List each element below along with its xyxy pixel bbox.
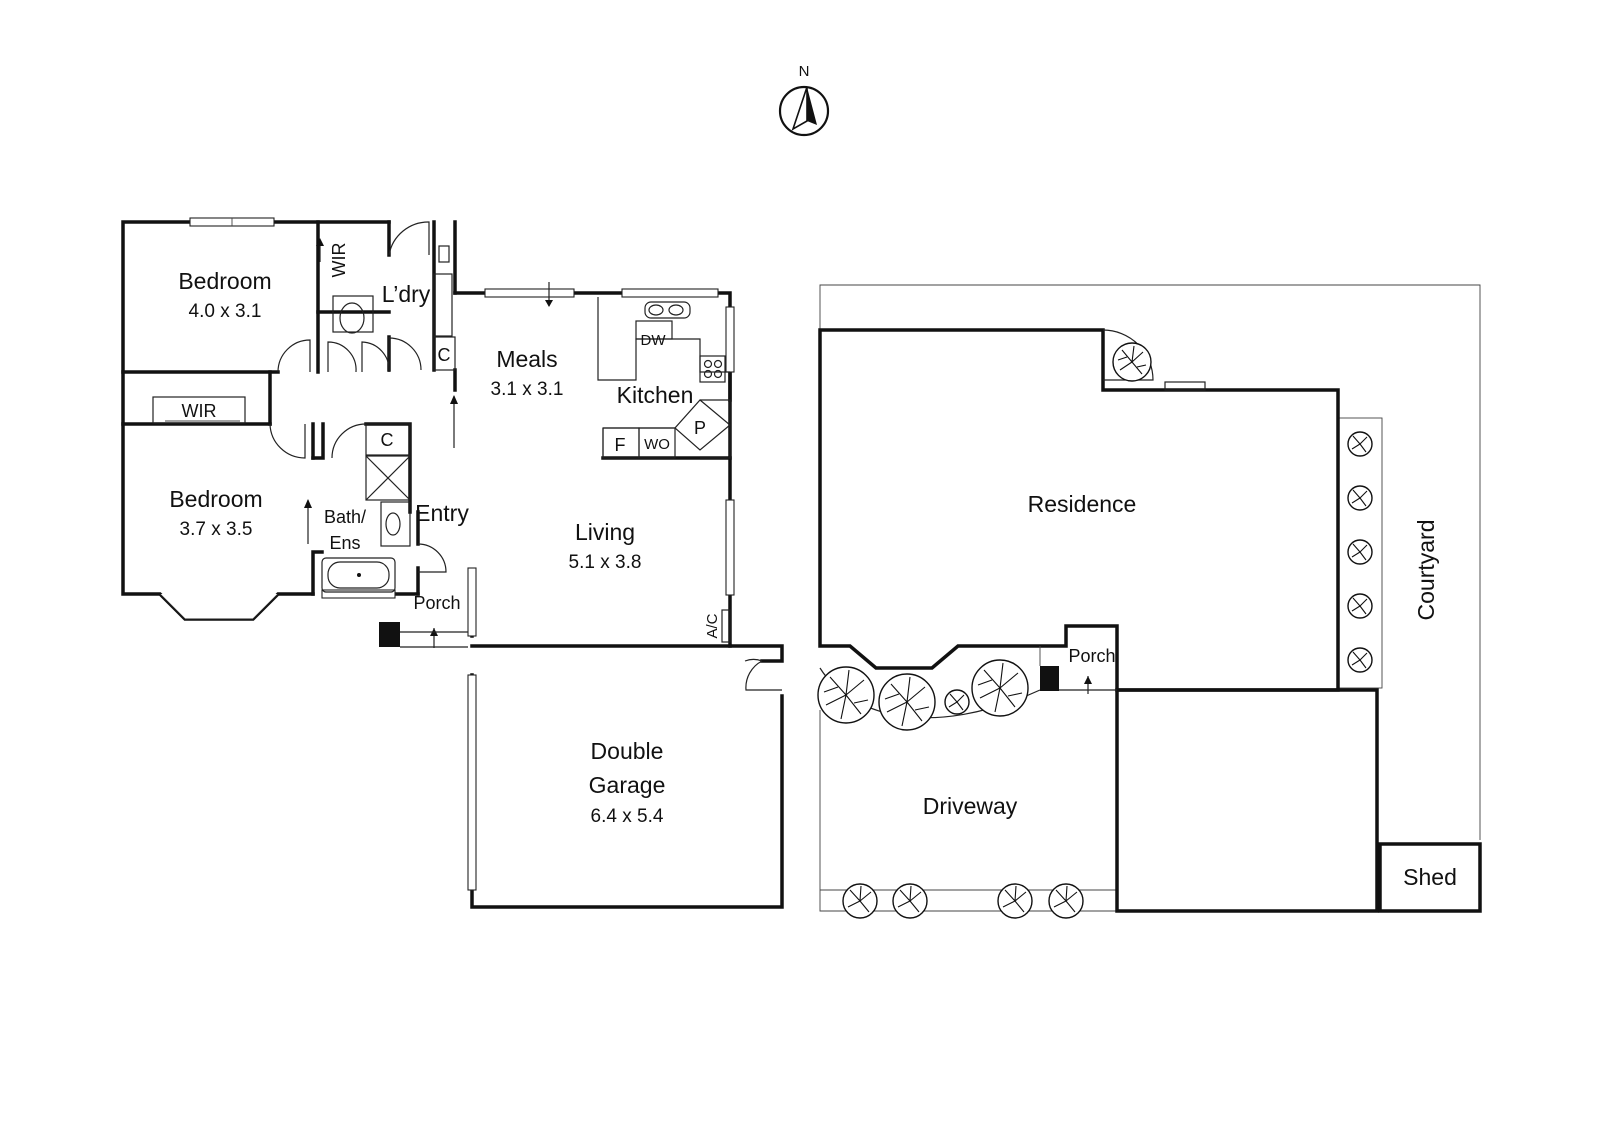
window-living <box>725 499 735 596</box>
room-size-meals: 3.1 x 3.1 <box>491 379 564 400</box>
room-name-bedroom-2: Bedroom <box>169 486 262 512</box>
tree-icon <box>1048 883 1084 919</box>
floor-plan-labels: Bedroom 4.0 x 3.1 Bedroom 3.7 x 3.5 Meal… <box>169 243 721 828</box>
tree-icon <box>817 666 875 724</box>
air-con-label: A/C <box>704 613 721 638</box>
wir-label-horizontal: WIR <box>182 401 217 421</box>
room-name-living: Living <box>575 519 635 545</box>
window-kitchen <box>621 288 719 298</box>
driveway-label: Driveway <box>923 793 1018 819</box>
tree-icon <box>1347 431 1373 457</box>
wall-oven-label: WO <box>644 436 670 453</box>
window-meals <box>484 288 575 298</box>
room-name-bedroom-1: Bedroom <box>178 268 271 294</box>
courtyard-label: Courtyard <box>1413 520 1439 621</box>
tree-icon <box>1347 539 1373 565</box>
room-name-garage-line2: Garage <box>589 772 666 798</box>
laundry-label: L’dry <box>382 281 431 307</box>
tree-icon <box>971 659 1029 717</box>
room-name-meals: Meals <box>496 346 557 372</box>
tree-icon <box>892 883 928 919</box>
bay-window <box>159 593 279 620</box>
tree-icons <box>817 342 1373 919</box>
site-porch-label: Porch <box>1068 646 1115 666</box>
window-garage <box>467 674 477 891</box>
dishwasher-label: DW <box>641 332 667 349</box>
room-size-bedroom-1: 4.0 x 3.1 <box>189 301 262 322</box>
window-bath <box>321 589 396 599</box>
bath-label-line2: Ens <box>329 533 360 553</box>
residence-label: Residence <box>1028 491 1137 517</box>
north-compass-icon: N <box>778 63 830 137</box>
room-size-bedroom-2: 3.7 x 3.5 <box>180 519 253 540</box>
fridge-label: F <box>615 435 626 455</box>
shed-label: Shed <box>1403 864 1457 890</box>
cupboard-laundry-label: C <box>438 345 451 365</box>
tree-icon <box>1347 593 1373 619</box>
pantry-label: P <box>694 418 706 438</box>
tree-icon <box>944 689 970 715</box>
cupboard-bath-label: C <box>381 430 394 450</box>
tree-icon <box>842 883 878 919</box>
room-name-garage-line1: Double <box>591 738 664 764</box>
tree-icon <box>1112 342 1152 382</box>
entry-label: Entry <box>415 500 469 526</box>
tree-icon <box>997 883 1033 919</box>
wir-label-vertical: WIR <box>329 243 349 278</box>
shed-footprint <box>1378 842 1482 913</box>
room-size-garage: 6.4 x 5.4 <box>591 806 664 827</box>
tree-icon <box>1347 485 1373 511</box>
room-size-living: 5.1 x 3.8 <box>569 552 642 573</box>
bath-label-line1: Bath/ <box>324 507 366 527</box>
porch-label: Porch <box>413 593 460 613</box>
compass-north-label: N <box>799 63 810 80</box>
window-kitchen-side <box>725 306 735 373</box>
site-plan: Residence Courtyard Porch Driveway Shed <box>817 284 1482 919</box>
tree-icon <box>1347 647 1373 673</box>
floor-plan-fixtures <box>152 217 1092 891</box>
kitchen-label: Kitchen <box>617 382 694 408</box>
site-garage <box>1115 688 1379 913</box>
tree-icon <box>878 673 936 731</box>
window-porch <box>467 567 477 637</box>
